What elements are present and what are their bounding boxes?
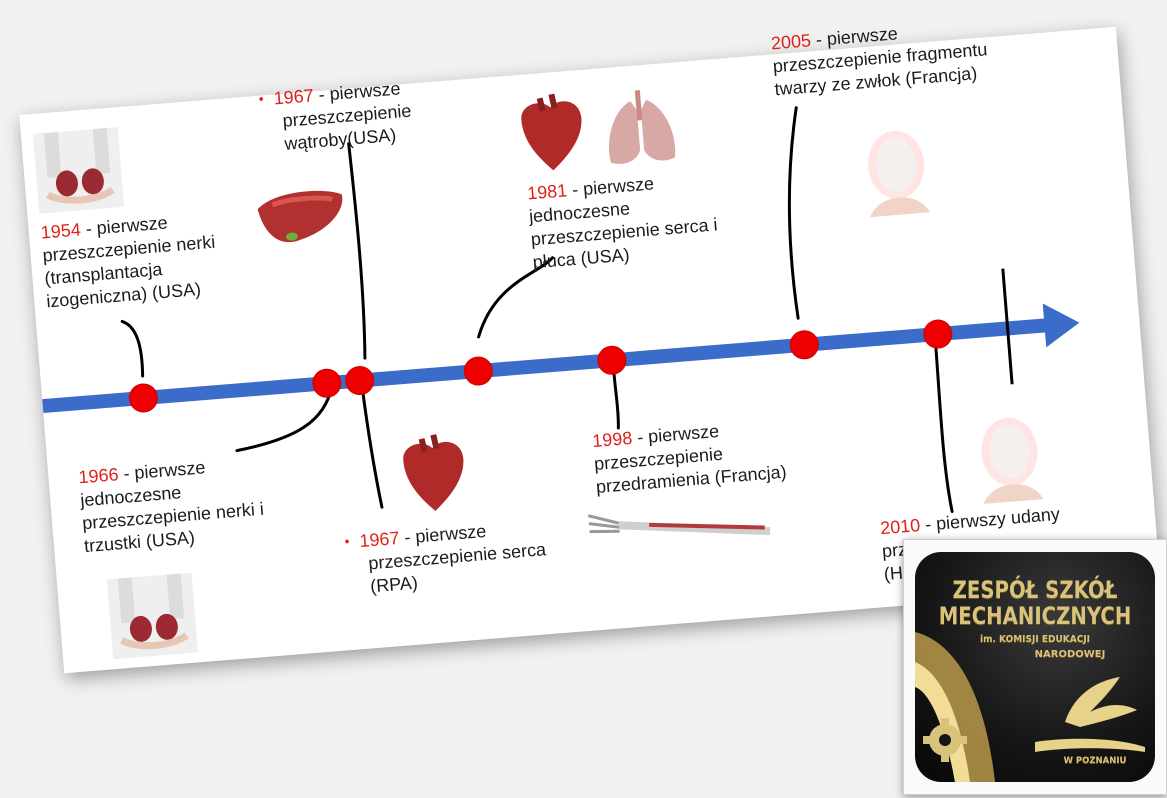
heart-image-2 (401, 433, 467, 514)
marker-1998 (597, 345, 627, 375)
connector-1967-liver (348, 144, 368, 359)
event-year: 2005 (770, 30, 812, 53)
forearm-skeleton-image (588, 501, 770, 545)
school-logo-panel: ZESPÓŁ SZKÓŁ MECHANICZNYCH im. KOMISJI E… (903, 539, 1167, 795)
logo-line-2: MECHANICZNYCH (937, 602, 1134, 630)
event-year: 1998 (592, 428, 634, 451)
marker-1954 (128, 383, 158, 413)
event-line: - pierwsze (566, 173, 654, 200)
logo-line-5: W POZNANIU (1035, 756, 1155, 766)
connector-1954 (122, 320, 143, 377)
connector-1967-heart (362, 388, 382, 508)
event-year: 1966 (78, 464, 120, 487)
event-year: 1981 (526, 180, 568, 203)
bullet-icon: • (258, 90, 264, 106)
logo-line-4: NARODOWEJ (985, 649, 1155, 660)
event-1954: 1954 - pierwsze przeszczepienie nerki (t… (40, 208, 220, 314)
event-line: - pierwsze (118, 457, 206, 484)
marker-1967 (345, 365, 375, 395)
timeline-axis-arrow (41, 301, 1081, 428)
bullet-icon: • (344, 533, 350, 549)
connector-1998 (614, 368, 620, 428)
event-year: 1967 (359, 528, 401, 551)
kidneys-image (33, 127, 124, 214)
marker-2010 (923, 319, 953, 349)
marker-1966 (312, 368, 342, 398)
event-1966: 1966 - pierwsze jednoczesne przeszczepie… (78, 452, 267, 558)
event-line: - pierwsze (810, 23, 898, 50)
event-line: (RPA) (348, 573, 419, 599)
event-1981: 1981 - pierwsze jednoczesne przeszczepie… (526, 168, 720, 275)
event-year: 1954 (40, 219, 82, 242)
eagle-icon (1035, 677, 1145, 752)
face-mask-image-2 (977, 415, 1044, 504)
logo-line-3: im. KOMISJI EDUKACJI (927, 634, 1143, 645)
event-line: - pierwsze (80, 213, 168, 240)
event-1967-liver: •1967 - pierwsze przeszczepienie wątroby… (258, 76, 414, 158)
connector-2005 (779, 108, 813, 319)
lungs-image (604, 88, 676, 165)
event-line: - pierwsze (399, 521, 487, 548)
heart-image (519, 92, 585, 173)
logo-line-1: ZESPÓŁ SZKÓŁ (937, 576, 1134, 604)
marker-2005 (789, 330, 819, 360)
event-year: 2010 (879, 515, 921, 538)
kidneys-image-2 (107, 573, 198, 660)
face-mask-image (864, 129, 931, 218)
liver-image (257, 189, 346, 245)
marker-1981 (463, 356, 493, 386)
event-year: 1967 (273, 85, 315, 108)
school-logo: ZESPÓŁ SZKÓŁ MECHANICZNYCH im. KOMISJI E… (915, 552, 1155, 782)
connector-2010 (934, 332, 952, 512)
event-line: - pierwsze (313, 78, 401, 105)
event-line: - pierwsze (631, 421, 719, 448)
